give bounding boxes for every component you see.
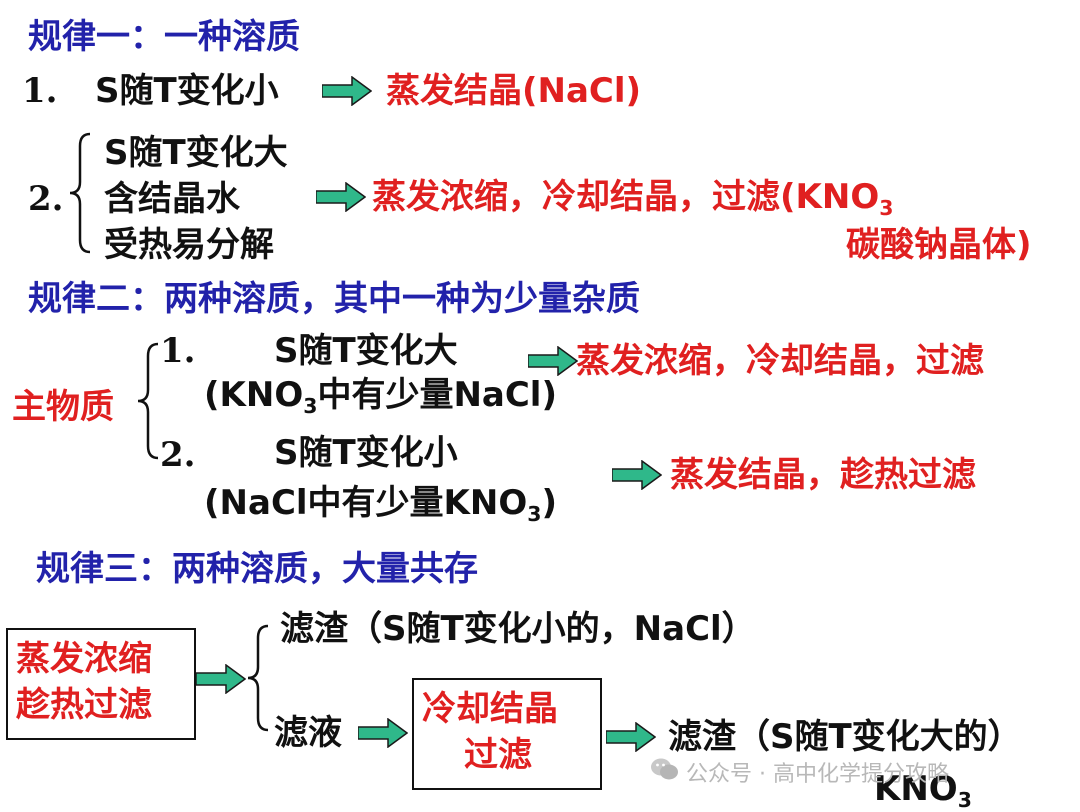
rule2-main-substance-label: 主物质 (12, 387, 114, 427)
rule1-item1-condition: S随T变化小 (95, 71, 279, 111)
cool-crystallize-box: 冷却结晶 过滤 (412, 678, 602, 790)
brace-icon (137, 342, 159, 460)
rule2-item2-note: (NaCl中有少量KNO3) (204, 483, 557, 527)
watermark-text: 公众号 · 高中化学提分攻略 (686, 762, 949, 787)
rule1-item2-result: 蒸发浓缩，冷却结晶，过滤(KNO3 (372, 177, 894, 221)
rule1-item1-result: 蒸发结晶(NaCl) (386, 71, 642, 111)
rule1-item2-number: 2. (28, 179, 64, 219)
arrow-icon (322, 76, 372, 106)
rule1-item2-condition-3: 受热易分解 (104, 225, 274, 265)
brace-icon (247, 624, 269, 732)
rule1-item1-number: 1. (22, 71, 58, 111)
residue-kno3-formula: KNO3 (874, 769, 972, 812)
arrow-icon (528, 346, 578, 376)
rule3-heading: 规律三：两种溶质，大量共存 (36, 549, 478, 589)
arrow-icon (606, 722, 656, 752)
rule2-item2-result: 蒸发结晶，趁热过滤 (670, 455, 976, 495)
rule2-item1-result: 蒸发浓缩，冷却结晶，过滤 (576, 341, 984, 381)
evaporate-box: 蒸发浓缩 趁热过滤 (6, 628, 196, 740)
rule1-item2-result-continued: 碳酸钠晶体) (846, 225, 1032, 265)
rule2-item1-note: (KNO3中有少量NaCl) (204, 375, 557, 419)
evaporate-box-line-2: 趁热过滤 (16, 685, 152, 725)
arrow-icon (358, 718, 408, 748)
arrow-icon (316, 182, 366, 212)
residue-nacl: 滤渣（S随T变化小的，NaCl） (280, 609, 756, 649)
rule2-item1-condition: S随T变化大 (274, 331, 458, 371)
rule1-item2-condition-1: S随T变化大 (104, 133, 288, 173)
filtrate-label: 滤液 (274, 713, 342, 753)
rule2-item1-number: 1. (160, 331, 196, 371)
brace-icon (69, 132, 91, 254)
rule1-heading: 规律一：一种溶质 (28, 17, 300, 57)
evaporate-box-line-1: 蒸发浓缩 (16, 639, 152, 679)
arrow-icon (612, 460, 662, 490)
rule2-item2-number: 2. (160, 435, 196, 475)
wechat-icon (651, 758, 678, 780)
rule1-item2-condition-2: 含结晶水 (104, 179, 240, 219)
residue-kno3: 滤渣（S随T变化大的） (668, 717, 1022, 757)
cool-box-line-2: 过滤 (464, 735, 532, 775)
rule2-heading: 规律二：两种溶质，其中一种为少量杂质 (28, 279, 640, 319)
cool-box-line-1: 冷却结晶 (422, 689, 558, 729)
arrow-icon (196, 664, 246, 694)
rule2-item2-condition: S随T变化小 (274, 433, 458, 473)
